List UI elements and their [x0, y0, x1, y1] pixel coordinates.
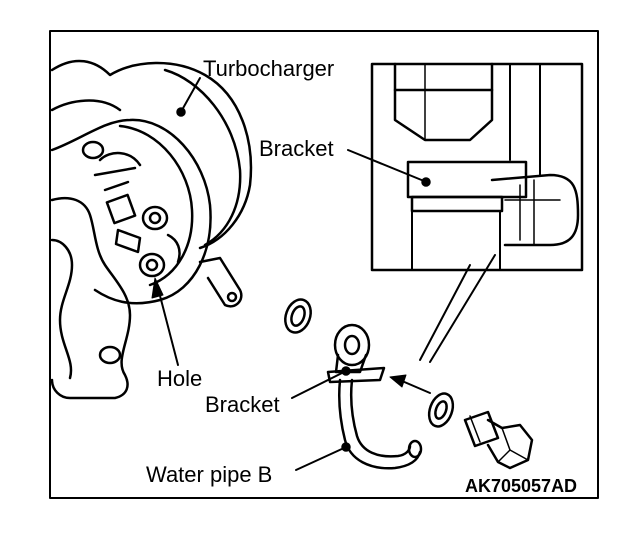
turbocharger-housing — [50, 59, 253, 400]
water-pipe-leader — [295, 442, 351, 471]
label-turbocharger: Turbocharger — [203, 56, 335, 81]
label-hole: Hole — [157, 366, 203, 391]
assembly-arrow — [389, 374, 431, 394]
figure-frame — [49, 30, 599, 499]
gasket-washer-upper — [284, 298, 312, 334]
turbocharger-leader — [176, 77, 201, 117]
label-bracket-bottom: Bracket — [205, 392, 280, 417]
label-water-pipe-b: Water pipe B — [146, 462, 273, 487]
hole-arrow — [151, 277, 179, 366]
bracket-top-leader — [347, 149, 431, 187]
eye-bolt — [463, 410, 534, 470]
bracket-bottom-leader — [291, 366, 351, 399]
label-bracket-top: Bracket — [259, 136, 334, 161]
figure-code: AK705057AD — [465, 476, 578, 496]
detail-inset — [370, 62, 584, 363]
gasket-washer-lower — [427, 392, 455, 428]
